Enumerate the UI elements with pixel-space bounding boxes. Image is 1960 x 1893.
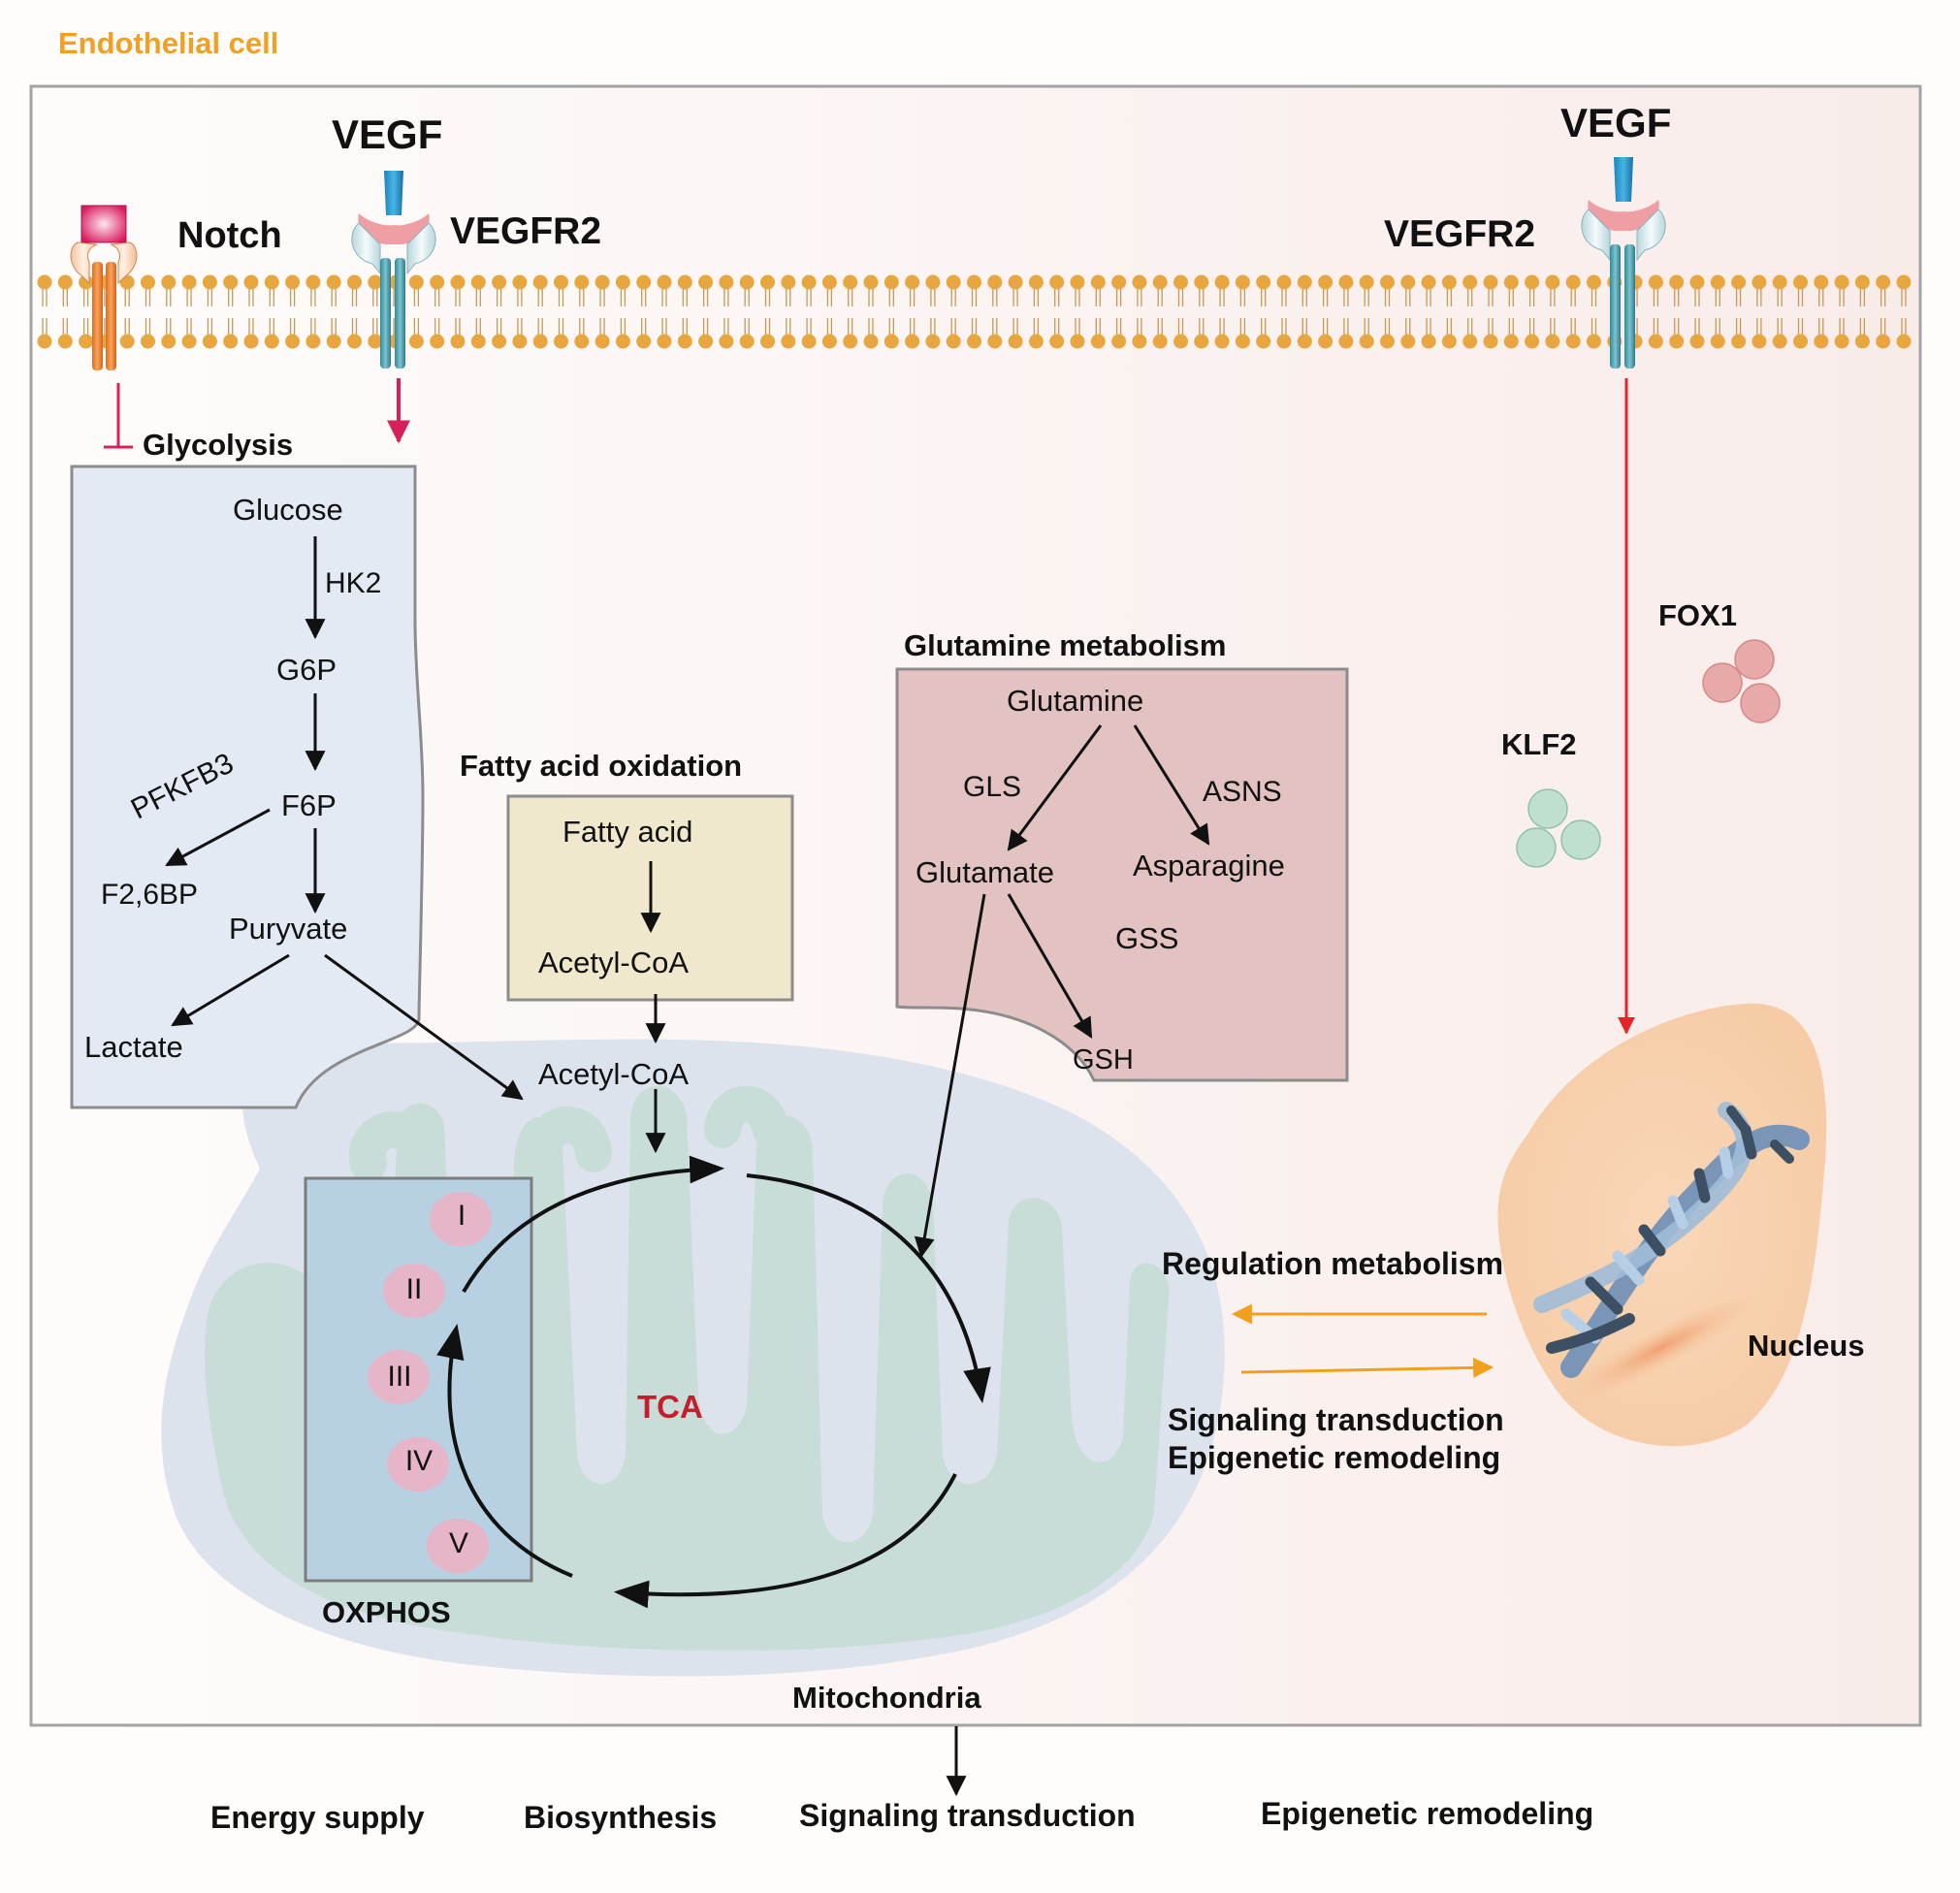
f6p-to-f26bp-arrow (165, 808, 271, 867)
signaling-transduction-nucleus-label: Signaling transduction (1168, 1402, 1504, 1437)
regulation-metabolism-label: Regulation metabolism (1162, 1246, 1504, 1281)
complex-5-ellipse (427, 1519, 489, 1573)
notch-label: Notch (177, 215, 282, 256)
pyruvate-to-lactate-arrow (171, 953, 290, 1027)
cell-label: Endothelial cell (58, 26, 279, 60)
vegfr2-right-label: VEGFR2 (1384, 213, 1536, 255)
dna-helix-icon (1533, 1102, 1810, 1378)
f6p-label: F6P (281, 788, 337, 822)
asparagine-label: Asparagine (1133, 849, 1285, 882)
gls-label: GLS (963, 771, 1022, 803)
pyruvate-to-acetylcoa-arrow (324, 953, 524, 1101)
complex-ii-label: II (405, 1273, 423, 1305)
epigenetic-remodeling-nucleus-label: Epigenetic remodeling (1168, 1440, 1501, 1475)
gss-label: GSS (1115, 921, 1179, 955)
gsh-label: GSH (1073, 1044, 1134, 1075)
output-energy-supply: Energy supply (210, 1800, 425, 1835)
acetyl-coa-mito-label: Acetyl-CoA (538, 1057, 690, 1091)
complex-4-ellipse (387, 1437, 449, 1492)
vegfr2-left-label: VEGFR2 (450, 210, 602, 252)
complex-v-label: V (448, 1527, 468, 1559)
asns-label: ASNS (1203, 776, 1282, 808)
notch-receptor-icon (70, 205, 138, 370)
complex-3-ellipse (368, 1350, 430, 1404)
complex-iv-label: IV (404, 1445, 434, 1477)
glutamine-label: Glutamine (1007, 684, 1144, 718)
output-epigenetic-remodeling: Epigenetic remodeling (1261, 1796, 1594, 1831)
pyruvate-label: Puryvate (229, 912, 348, 946)
glutamine-to-glutamate-arrow (1007, 724, 1103, 851)
glutamine-box (895, 667, 1349, 1082)
fox1-protein-icon (1702, 639, 1781, 723)
complex-i-label: I (457, 1200, 466, 1232)
tca-label: TCA (637, 1389, 703, 1425)
nucleus-label: Nucleus (1748, 1329, 1865, 1363)
output-biosynthesis: Biosynthesis (524, 1800, 718, 1835)
metabolism-to-nucleus-arrow (1240, 1357, 1494, 1378)
glutamate-to-gsh-arrow (1007, 893, 1093, 1039)
fatty-acid-label: Fatty acid (562, 815, 693, 849)
glycolysis-title: Glycolysis (143, 428, 294, 462)
glucose-label: Glucose (233, 493, 343, 527)
complex-2-ellipse (383, 1264, 445, 1318)
vegfr2-left-receptor-icon (351, 171, 436, 369)
glutamate-to-tca-arrow (914, 893, 986, 1259)
output-signaling-transduction: Signaling transduction (799, 1798, 1136, 1833)
vegf-right-label: VEGF (1560, 100, 1672, 145)
vegfr2-right-receptor-icon (1581, 157, 1666, 369)
glycolysis-box (70, 465, 425, 1109)
cell-membrane (37, 274, 1912, 349)
fox1-label: FOX1 (1658, 598, 1737, 632)
complex-iii-label: III (387, 1361, 412, 1393)
f26bp-label: F2,6BP (101, 879, 199, 911)
tca-cycle-arrows (436, 1155, 991, 1609)
klf2-protein-icon (1516, 788, 1601, 868)
vegf-left-label: VEGF (332, 112, 443, 157)
mitochondria-label: Mitochondria (792, 1681, 981, 1715)
acetyl-coa-box-label: Acetyl-CoA (538, 946, 690, 979)
glutamate-label: Glutamate (916, 855, 1055, 889)
notch-inhibits-glycolysis-arrow (104, 383, 133, 449)
glutamine-to-asparagine-arrow (1133, 724, 1210, 846)
lactate-label: Lactate (84, 1030, 183, 1064)
klf2-label: KLF2 (1501, 727, 1577, 761)
glutamine-title: Glutamine metabolism (904, 628, 1227, 662)
complex-1-ellipse (430, 1192, 492, 1246)
oxphos-label: OXPHOS (322, 1595, 451, 1629)
hk2-label: HK2 (325, 567, 382, 599)
fatty-acid-title: Fatty acid oxidation (460, 749, 743, 783)
g6p-label: G6P (276, 653, 337, 687)
